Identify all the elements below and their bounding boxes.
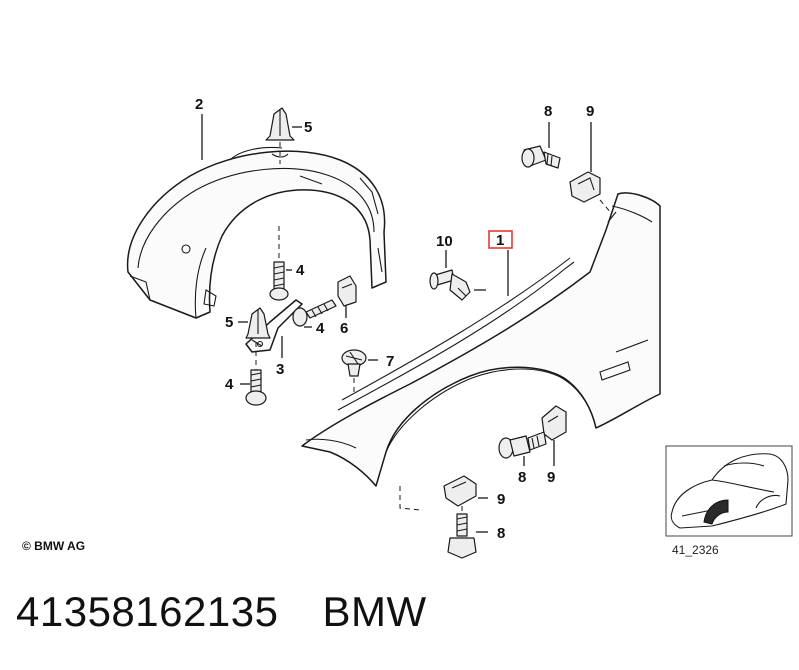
callout-9-right: 9: [547, 469, 555, 486]
callout-8-bottom: 8: [497, 525, 505, 542]
clip-nut-top: [569, 122, 613, 215]
diagram-reference-code: 41_2326: [672, 543, 719, 557]
brand-name: BMW: [322, 588, 427, 635]
part-number: 41358162135: [16, 588, 279, 635]
callout-5-lower: 5: [225, 314, 233, 331]
callout-4-middle: 4: [316, 320, 325, 337]
callout-2: 2: [195, 96, 203, 113]
fender-rivet: [429, 250, 486, 301]
screw-middle: [292, 299, 337, 328]
callout-9-bottom: 9: [497, 491, 505, 508]
expanding-rivet-upper: [265, 107, 302, 164]
expanding-rivet-lower: [238, 307, 271, 339]
callout-6: 6: [340, 320, 348, 337]
car-thumbnail: [665, 445, 793, 537]
callout-9-top: 9: [586, 103, 594, 120]
bolt-bottom: [447, 506, 488, 559]
clip-nut: [337, 275, 357, 318]
bracket: [245, 299, 303, 353]
clip-nut-right: [541, 405, 567, 466]
part-caption: 41358162135 BMW: [16, 588, 427, 636]
callout-3: 3: [276, 361, 284, 378]
screw-upper: [269, 226, 292, 301]
copyright-notice: © BMW AG: [22, 539, 86, 553]
callout-1: 1: [496, 232, 504, 249]
expanding-clip: [341, 349, 378, 396]
callout-4-upper: 4: [296, 262, 305, 279]
screw-lower: [240, 342, 267, 406]
callout-5-upper: 5: [304, 119, 312, 136]
callout-7: 7: [386, 353, 394, 370]
highlight-box-1: [488, 230, 513, 249]
bolt-top: [521, 122, 561, 169]
callout-4-lower: 4: [225, 376, 234, 393]
callout-8-top: 8: [544, 103, 552, 120]
front-fender: [301, 192, 661, 487]
clip-nut-bottom: [399, 475, 488, 511]
bolt-right: [498, 431, 547, 466]
wheel-arch-liner: [126, 146, 387, 319]
callout-10: 10: [436, 233, 453, 250]
callout-8-right: 8: [518, 469, 526, 486]
